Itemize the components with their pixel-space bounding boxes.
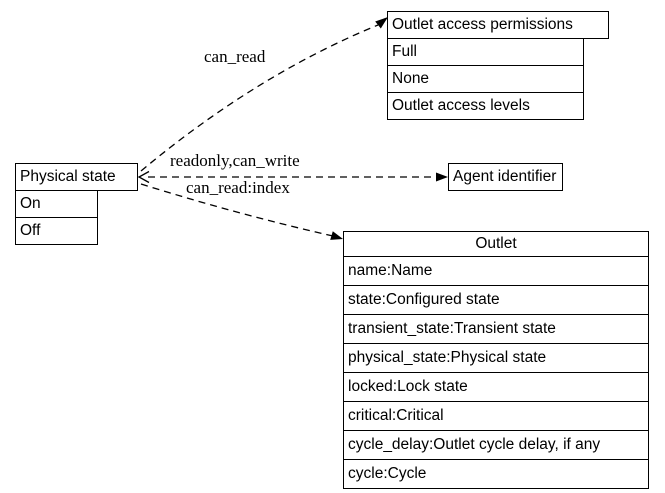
- enum-value-full: Full: [387, 38, 584, 66]
- node-agent-identifier-title: Agent identifier: [448, 163, 563, 191]
- enum-value-on: On: [15, 190, 98, 218]
- field-row-locked: locked:Lock state: [343, 372, 649, 402]
- arrowhead-to-outlet-access-permissions: [375, 17, 388, 29]
- node-outlet: Outlet name:Name state:Configured state …: [343, 231, 649, 489]
- node-physical-state: Physical state On Off: [15, 163, 138, 245]
- field-row-transient-state: transient_state:Transient state: [343, 314, 649, 344]
- node-physical-state-title: Physical state: [15, 163, 138, 191]
- node-outlet-title: Outlet: [343, 231, 649, 257]
- edge-can-read-line: [140, 24, 379, 172]
- edge-to-outlet-line: [140, 183, 334, 237]
- field-row-cycle: cycle:Cycle: [343, 459, 649, 489]
- node-outlet-access-permissions: Outlet access permissions Full None Outl…: [387, 11, 609, 120]
- enum-value-off: Off: [15, 217, 98, 245]
- edge-label-readonly-can-write: readonly,can_write: [170, 151, 300, 170]
- field-row-name: name:Name: [343, 256, 649, 286]
- arrowhead-to-outlet: [330, 231, 343, 240]
- enum-value-outlet-access-levels: Outlet access levels: [387, 92, 584, 120]
- arrowhead-to-physical-state: [137, 170, 150, 184]
- field-row-state: state:Configured state: [343, 285, 649, 315]
- edge-label-can-read: can_read: [204, 47, 266, 66]
- arrowhead-to-agent-identifier: [436, 172, 448, 182]
- enum-value-none: None: [387, 65, 584, 93]
- node-outlet-access-permissions-title: Outlet access permissions: [387, 11, 609, 39]
- node-agent-identifier: Agent identifier: [448, 163, 563, 191]
- field-row-critical: critical:Critical: [343, 401, 649, 431]
- field-row-physical-state: physical_state:Physical state: [343, 343, 649, 373]
- edge-label-can-read-index: can_read:index: [186, 178, 290, 197]
- field-row-cycle-delay: cycle_delay:Outlet cycle delay, if any: [343, 430, 649, 460]
